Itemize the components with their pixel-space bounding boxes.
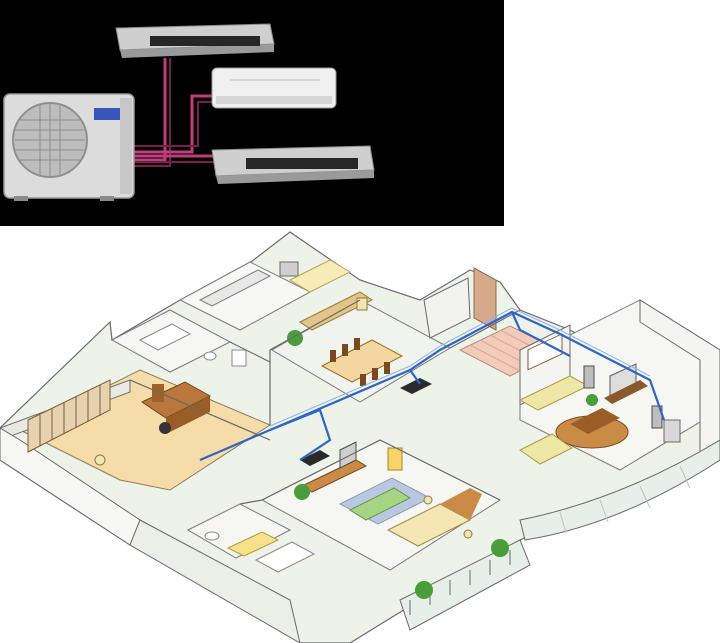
ducted-unit-icon [115,23,275,58]
lower-ducted-unit-front [216,170,374,184]
pipe-to-upper-ducted-unit [134,58,167,162]
lower-left-wall [129,519,301,643]
interior-walls [129,299,521,505]
tv-stand [604,380,648,404]
tv-icon [339,441,357,469]
refrigerant-pipes [134,58,218,167]
lamp-icon [423,495,433,505]
utility-floor-dotted [288,259,352,293]
lamp-icon [94,454,106,466]
speaker-left [583,365,595,389]
pipe-to-upper-ducted-unit-return [134,58,171,167]
study-window-slats [39,385,101,446]
outdoor-unit-icon [3,93,135,201]
sofa-loveseat [519,433,573,465]
study-window-frame [27,379,111,453]
ducted-unit-icon [211,145,375,184]
plant-icon [294,484,310,500]
ducted-unit-icon [400,378,432,394]
study-chair [159,422,171,434]
plant-icon [586,394,598,406]
entry-door [473,267,497,331]
top-product-photo [0,0,504,226]
balcony-tiles [559,465,691,534]
bathtub [138,323,192,351]
wall-mounted-unit-icon [211,67,337,109]
dining-chairs [330,338,390,386]
entry-partition [423,277,471,339]
outdoor-unit-brand-badge [94,108,120,120]
upper-ducted-unit-vent [150,36,260,46]
lower-ducted-unit-vent [246,158,358,169]
living-balcony [519,439,720,541]
plant-icon [491,539,509,557]
duct-to-bedroom [199,408,332,462]
pipe-to-wall-unit-return [134,101,218,147]
lamp-icon [356,297,368,311]
ducted-unit-icon [300,450,330,466]
bedroom-tv-screen [339,441,357,469]
bedroom-wall-art [387,447,403,471]
washbasin [231,349,247,367]
lamp-icon [463,529,473,539]
pipe-to-wall-unit [134,94,218,154]
bedroom-balcony [399,539,531,631]
bathroom2-floor [186,503,292,559]
upper-ducted-unit-front [120,44,274,58]
duct-to-dining [409,369,421,385]
kitchen-counter [198,269,272,307]
air-ducts-highlight [269,307,651,427]
bedroom-settee [348,487,412,521]
wall-unit-louver [216,96,332,104]
duct-to-living [510,311,571,357]
toilet [203,351,217,361]
coffee-table [570,408,620,434]
outdoor-unit-side-panel [120,98,132,194]
bathroom2-tub [254,541,316,573]
dining-sideboard [299,291,373,331]
bathroom2-toilet [204,531,220,541]
bedroom-balcony-railing [409,550,511,615]
plant-icon [415,581,433,599]
air-ducts [199,310,666,462]
outdoor-unit-foot-right [100,196,114,201]
outdoor-unit-foot-left [14,196,28,201]
outdoor-unit-icon [663,419,681,443]
bed-headboard [440,488,482,520]
kitchen-stove [279,261,299,277]
study-desk-front [166,396,210,434]
bottom-floorplan [0,231,720,643]
bathroom2-mat [226,531,280,557]
outdoor-unit-grille-lines [15,103,85,177]
study-cabinet [152,384,164,402]
study-window [27,379,111,453]
